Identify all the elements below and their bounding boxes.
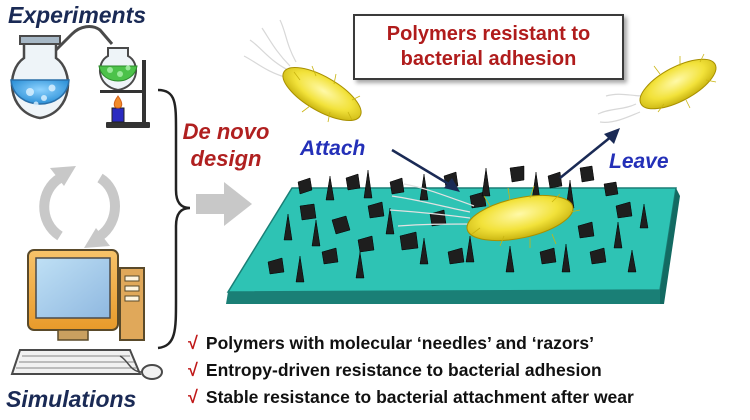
check-mark-icon: √: [188, 333, 198, 353]
bullet-item: √ Stable resistance to bacterial attachme…: [188, 384, 634, 411]
title-box: Polymers resistant to bacterial adhesion: [353, 14, 624, 80]
title-line2: bacterial adhesion: [400, 48, 577, 70]
de-novo-design-label: De novo design: [178, 118, 274, 172]
right-arrow-icon: [196, 182, 252, 226]
attach-arrow: [391, 148, 460, 192]
experiment-apparatus-icon: [10, 25, 150, 128]
bacterium-leaving: [597, 53, 717, 123]
bacterium-floating-left: [243, 19, 362, 123]
polymer-surface: [226, 187, 680, 304]
bullet-item: √ Polymers with molecular ‘needles’ and ‘…: [188, 330, 634, 357]
experiments-label: Experiments: [8, 2, 147, 28]
check-mark-icon: √: [188, 387, 198, 407]
check-mark-icon: √: [188, 360, 198, 380]
bullet-text: Stable resistance to bacterial attachmen…: [205, 387, 634, 407]
attach-label: Attach: [300, 137, 366, 160]
de-novo-line1: De novo: [182, 119, 270, 144]
bullet-list: √ Polymers with molecular ‘needles’ and ‘…: [188, 330, 634, 411]
bacterium-on-surface: [389, 183, 581, 248]
bullet-text: Entropy-driven resistance to bacterial a…: [205, 360, 602, 380]
leave-label: Leave: [609, 150, 669, 173]
simulations-label: Simulations: [6, 386, 137, 412]
title-line1: Polymers resistant to: [386, 23, 591, 45]
cycle-arrows-icon: [39, 173, 120, 241]
bullet-text: Polymers with molecular ‘needles’ and ‘r…: [205, 333, 594, 353]
computer-icon: [10, 249, 163, 380]
de-novo-line2: design: [190, 146, 262, 171]
bullet-item: √ Entropy-driven resistance to bacterial …: [188, 357, 634, 384]
curly-brace: [157, 88, 191, 350]
title-text: Polymers resistant to bacterial adhesion: [387, 22, 590, 72]
leave-arrow: [559, 128, 620, 179]
